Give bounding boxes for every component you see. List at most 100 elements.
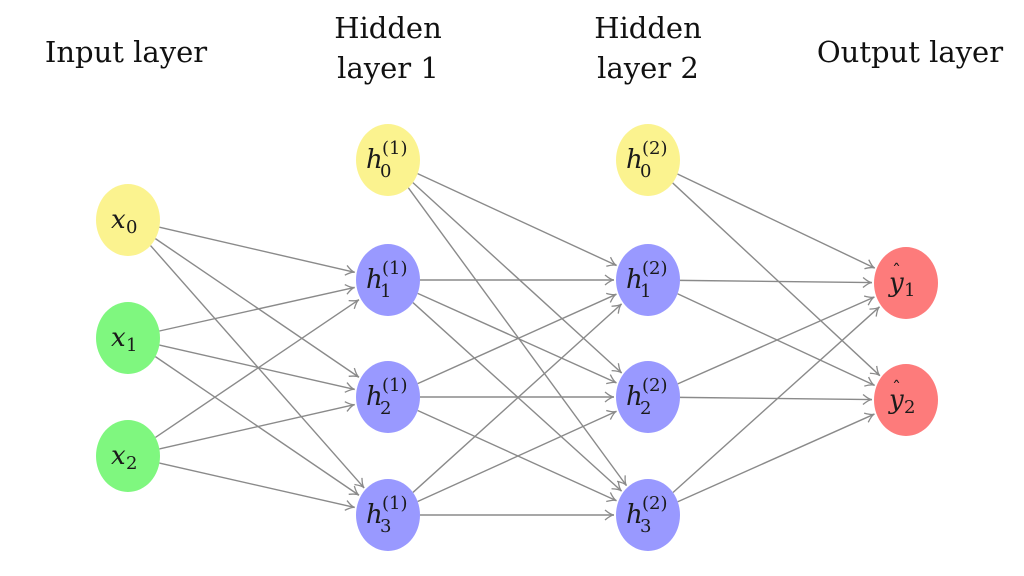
arrowhead-icon [348,299,360,310]
node-symbol: h [366,500,383,530]
node-h1_2: h2(1) [356,361,420,433]
edge-line [677,293,875,387]
node-subscript: 3 [640,516,651,537]
node-superscript: (2) [642,138,668,159]
edge-line [417,410,617,503]
node-symbol: h [366,145,383,175]
node-circle-bias [96,184,160,256]
node-y1: yˆ1 [874,247,938,319]
arrowhead-icon [348,485,360,496]
edge-line [159,344,355,391]
node-symbol: x [111,205,126,235]
node-y2: yˆ2 [874,364,938,436]
edge-x0-to-h1_1 [159,226,355,276]
node-symbol: x [111,441,126,471]
layer-title-hidden1-line-2: layer 1 [337,51,439,85]
node-circle-output [874,247,938,319]
node-circle-bias [356,124,420,196]
edge-line [417,409,617,502]
edge-x2-to-h1_1 [155,299,360,439]
node-symbol: y [888,268,904,298]
arrowhead-icon [611,481,623,492]
node-symbol: y [888,385,904,415]
arrowhead-icon [611,303,623,314]
edge-line [679,396,873,401]
node-symbol: h [626,500,643,530]
edge-line [154,238,360,378]
edge-line [155,299,360,439]
layer-title-hidden2-line-1: Hidden [594,11,702,45]
node-subscript: 1 [380,281,391,302]
arrowhead-icon [344,382,355,393]
edge-h1_0-to-h2_3 [407,187,628,487]
node-circle-input [96,302,160,374]
node-h2_0: h0(2) [616,124,680,196]
node-h2_3: h3(2) [616,479,680,551]
hat-accent: ˆ [892,261,901,282]
edge-line [417,293,617,385]
edge-line [677,173,876,269]
edge-x2-to-h1_3 [159,462,355,511]
edge-h1_3-to-h2_1 [412,303,623,493]
arrowhead-icon [604,274,615,286]
edge-line [677,413,875,503]
node-h2_2: h2(2) [616,361,680,433]
edge-line [417,292,617,384]
arrowhead-icon [604,509,615,521]
hat-accent: ˆ [892,378,901,399]
edge-x1-to-h1_2 [159,344,355,393]
edge-line [672,306,880,494]
node-circle-hidden [356,361,420,433]
edge-line [159,462,355,509]
node-superscript: (2) [642,493,668,514]
edge-line [412,303,623,493]
arrowhead-icon [604,391,615,403]
node-circle-hidden [616,479,680,551]
arrowhead-icon [344,401,355,412]
edge-x0-to-h1_2 [154,238,360,378]
node-symbol: h [366,382,383,412]
node-superscript: (1) [382,138,408,159]
node-h1_0: h0(1) [356,124,420,196]
layer-title-input: Input layer [45,35,207,69]
edge-h2_0-to-y1 [677,173,876,270]
edge-h1_2-to-h2_2 [420,391,615,403]
arrowhead-icon [863,412,875,423]
node-circle-output [874,364,938,436]
node-symbol: x [111,323,126,353]
node-h1_3: h3(1) [356,479,420,551]
node-symbol: h [366,265,383,295]
layer-title-hidden2-line-2: layer 2 [597,51,699,85]
node-subscript: 2 [126,453,137,474]
arrowhead-icon [869,365,881,377]
node-symbol: h [626,145,643,175]
node-h1_1: h1(1) [356,244,420,316]
node-superscript: (1) [382,493,408,514]
node-circle-hidden [616,361,680,433]
node-subscript: 2 [640,398,651,419]
node-circle-hidden [356,244,420,316]
node-superscript: (1) [382,375,408,396]
node-subscript: 0 [380,161,391,182]
edge-line [159,286,355,332]
edges [150,173,881,521]
arrowhead-icon [611,363,623,374]
edge-line [407,187,628,487]
edge-line [417,173,617,267]
node-superscript: (2) [642,375,668,396]
node-superscript: (1) [382,258,408,279]
node-subscript: 3 [380,516,391,537]
node-subscript: 2 [380,398,391,419]
edge-line [412,182,623,374]
node-circle-input [96,420,160,492]
node-circle-bias [616,124,680,196]
node-h2_1: h1(2) [616,244,680,316]
edge-line [159,226,355,273]
edge-x1-to-h1_3 [154,356,360,496]
